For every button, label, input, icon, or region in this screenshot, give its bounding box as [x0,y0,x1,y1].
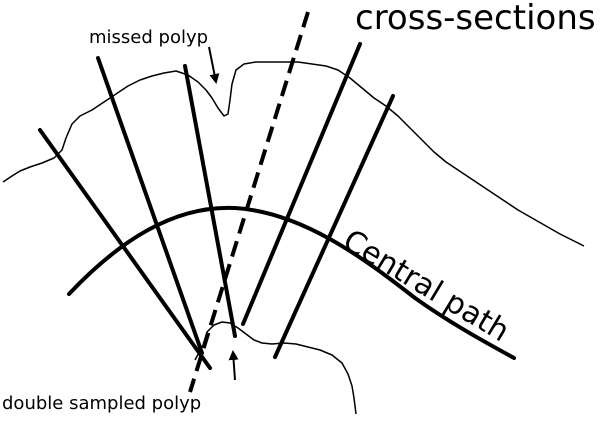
cross-section-line-6 [273,94,395,359]
central-path-label: Central path [337,223,515,349]
cross-section-line-1 [38,128,212,370]
double-sampled-polyp-arrow [228,350,239,381]
double-sampled-polyp-label: double sampled polyp [2,393,201,414]
cross-section-line-2 [96,56,204,355]
central-path-curve [67,205,516,360]
lower-colon-wall [194,321,357,415]
upper-colon-wall [2,61,585,247]
cross-section-line-3 [183,64,237,338]
cross-section-line-4-dashed [188,11,310,393]
cross-sections-title: cross-sections [355,0,596,38]
cross-section-line-5 [241,42,362,326]
missed-polyp-arrow [208,46,220,84]
missed-polyp-label: missed polyp [89,27,208,48]
